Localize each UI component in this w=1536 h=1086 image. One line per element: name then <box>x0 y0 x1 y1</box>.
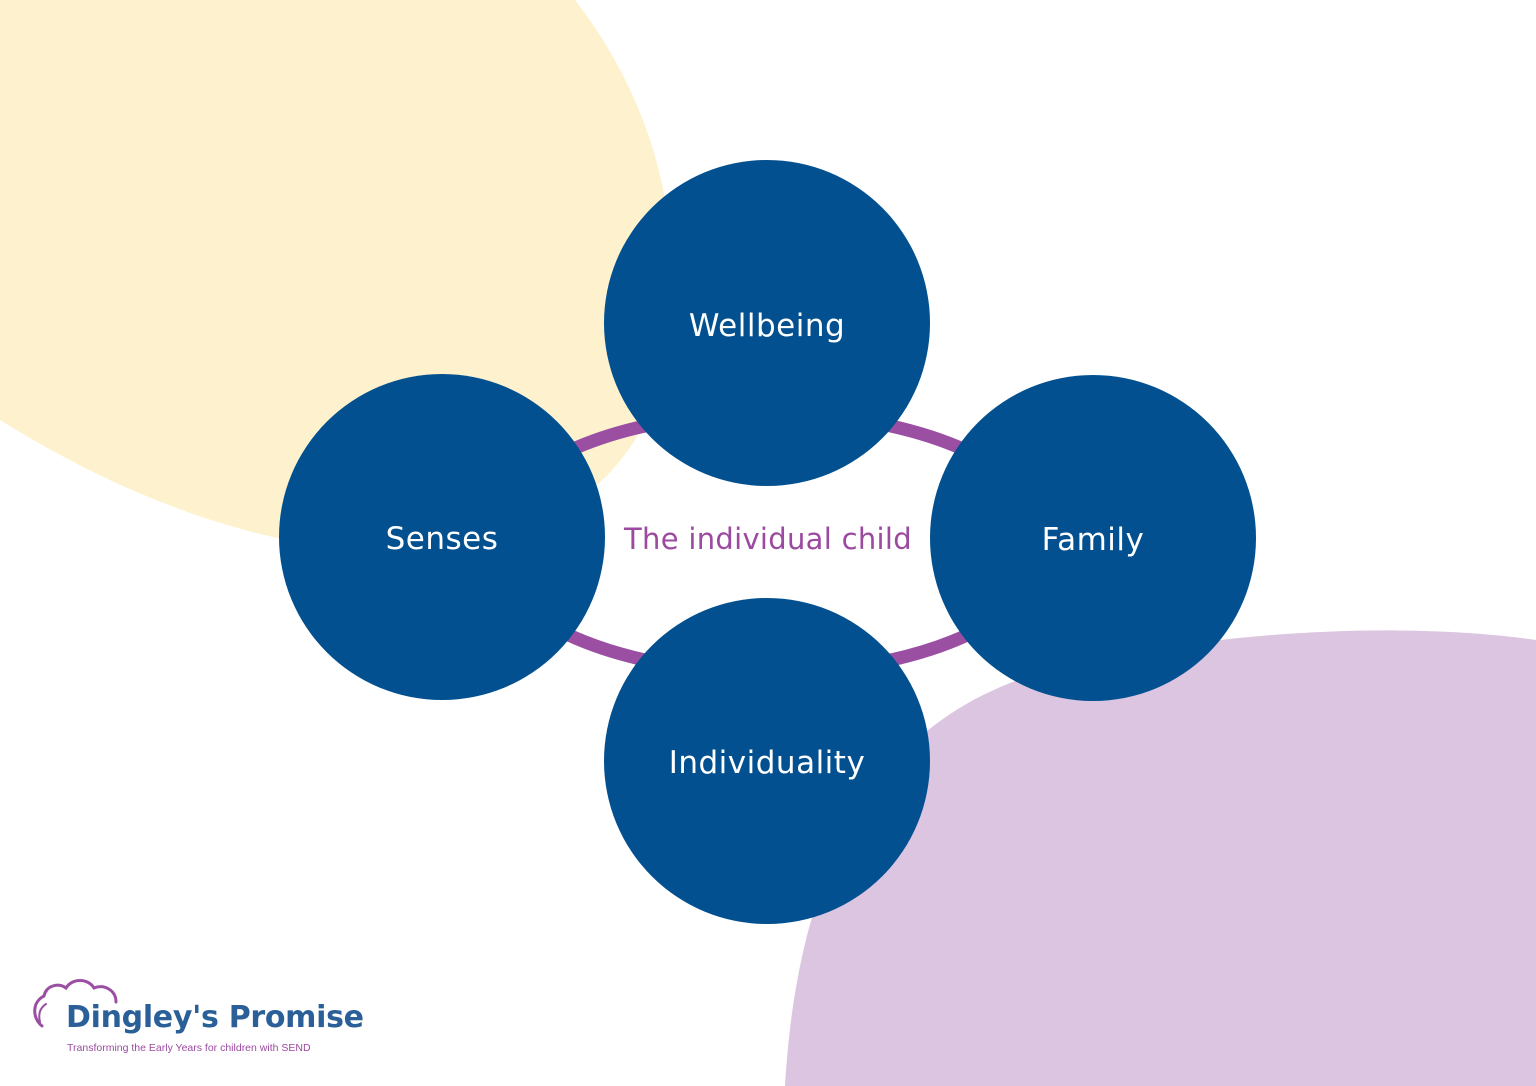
node-label-individuality: Individuality <box>668 745 866 781</box>
logo-name: Dingley's Promise <box>66 1000 364 1035</box>
node-wellbeing: Wellbeing <box>604 160 930 486</box>
node-label-wellbeing: Wellbeing <box>688 308 846 344</box>
node-label-family: Family <box>1041 522 1145 558</box>
center-label: The individual child <box>624 522 912 556</box>
logo-tagline: Transforming the Early Years for childre… <box>67 1042 311 1054</box>
cloud-heart-icon <box>33 979 118 1028</box>
lilac-blob <box>785 630 1536 1086</box>
node-family: Family <box>930 375 1256 701</box>
node-individuality: Individuality <box>604 598 930 924</box>
dingleys-promise-logo: Dingley's Promise Transforming the Early… <box>30 974 364 1064</box>
node-label-senses: Senses <box>385 521 499 557</box>
node-senses: Senses <box>279 374 605 700</box>
